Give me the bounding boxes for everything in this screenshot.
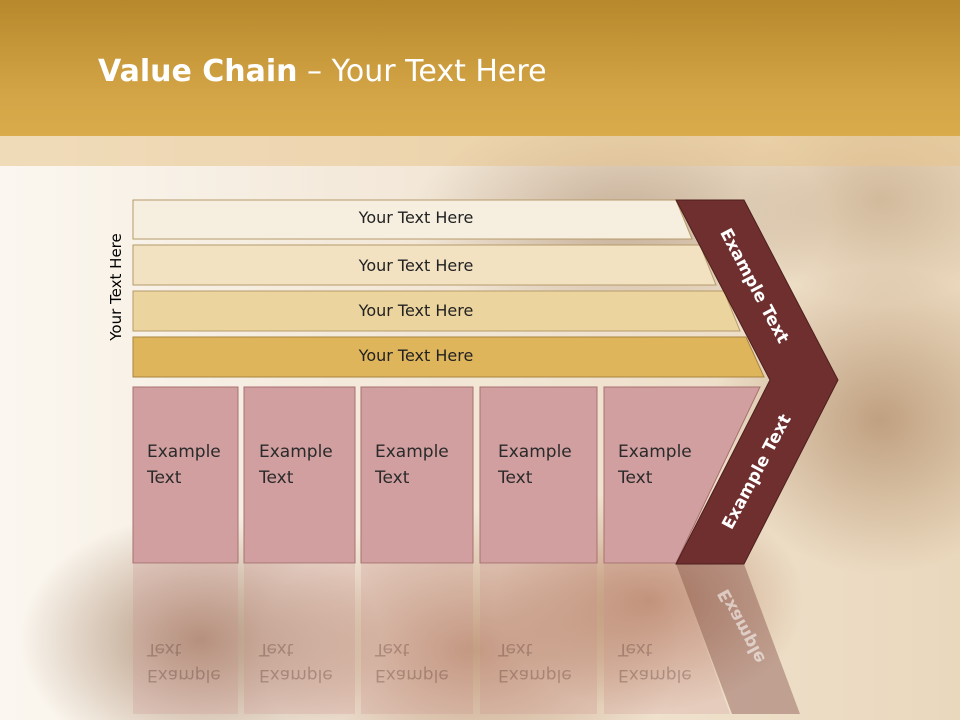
box-shape-4 xyxy=(479,386,598,564)
row-label-3: Your Text Here xyxy=(358,301,474,320)
title-rest: – Your Text Here xyxy=(297,54,547,89)
header-band xyxy=(0,0,960,136)
reflection-group xyxy=(133,564,730,714)
slide-title: Value Chain – Your Text Here xyxy=(98,54,547,89)
reflection-box-1 xyxy=(133,564,238,714)
box-label-3: Example Text xyxy=(375,442,449,488)
row-shape-2 xyxy=(132,244,717,286)
reflection-label-5: Example Text xyxy=(618,639,692,685)
box-shape-3 xyxy=(360,386,474,564)
reflection-label-4: Example Text xyxy=(498,639,572,685)
reflection-box-3 xyxy=(361,564,473,714)
header-subband xyxy=(0,136,960,166)
row-shape-3 xyxy=(132,290,741,332)
row-shape-1 xyxy=(132,199,693,240)
row-shape-4 xyxy=(132,336,765,378)
row-label-2: Your Text Here xyxy=(358,256,474,275)
row-label-1: Your Text Here xyxy=(358,208,474,227)
title-bold: Value Chain xyxy=(98,54,298,89)
reflection-label-3: Example Text xyxy=(375,639,449,685)
reflection-label-2: Example Text xyxy=(259,639,333,685)
reflection-arrow xyxy=(676,564,800,714)
box-label-1: Example Text xyxy=(147,442,221,488)
reflection-box-5 xyxy=(604,564,730,714)
box-shape-2 xyxy=(243,386,356,564)
box-shape-1 xyxy=(132,386,239,564)
reflection-label-1: Example Text xyxy=(147,639,221,685)
box-label-4: Example Text xyxy=(498,442,572,488)
reflection-box-4 xyxy=(480,564,597,714)
row-label-4: Your Text Here xyxy=(358,346,474,365)
box-label-5: Example Text xyxy=(618,442,692,488)
box-label-2: Example Text xyxy=(259,442,333,488)
reflection-box-2 xyxy=(244,564,355,714)
chevron-arrow xyxy=(675,199,839,565)
